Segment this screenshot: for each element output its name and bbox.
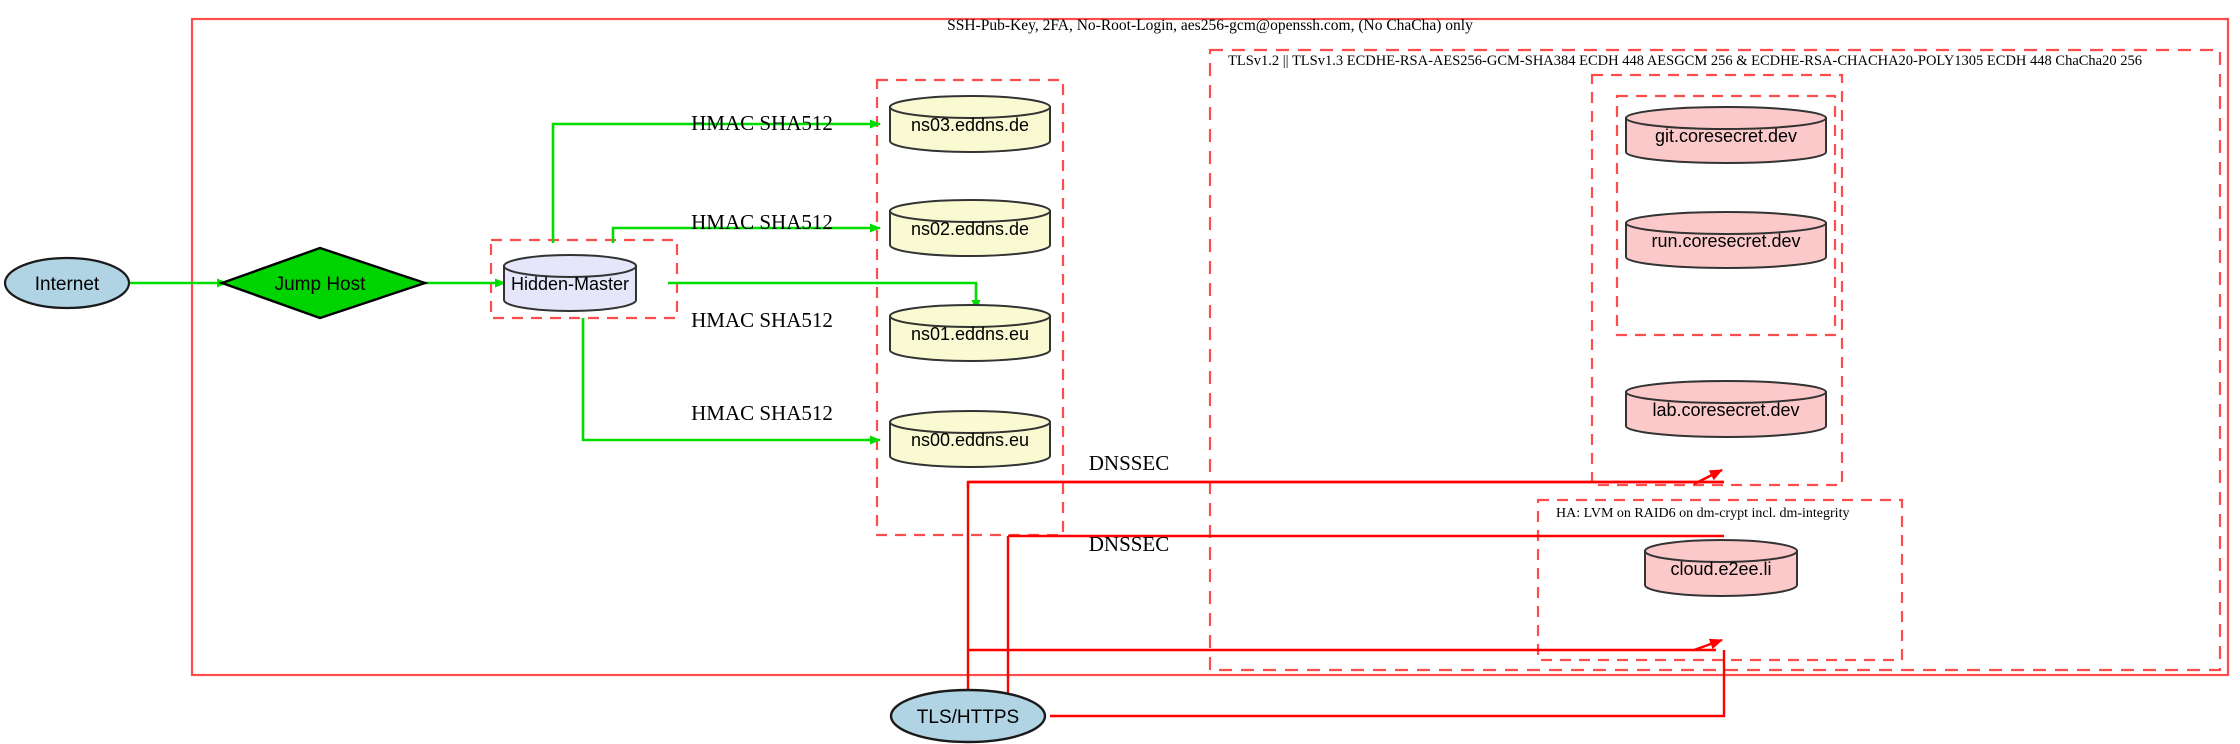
edge-master-to-ns02 (611, 223, 881, 243)
boundary-ssh-zone-label: SSH-Pub-Key, 2FA, No-Root-Login, aes256-… (947, 17, 1473, 34)
node-ns02[interactable]: ns02.eddns.de (889, 199, 1051, 257)
boundary-ha-zone: HA: LVM on RAID6 on dm-crypt incl. dm-in… (1536, 498, 1904, 662)
boundary-ssh-zone: SSH-Pub-Key, 2FA, No-Root-Login, aes256-… (190, 17, 2230, 677)
node-run-coresecret[interactable]: run.coresecret.dev (1625, 211, 1827, 269)
edge-label-hmac-ns00: HMAC SHA512 (691, 401, 833, 425)
node-ns02-label: ns02.eddns.de (911, 219, 1029, 239)
edge-tls-to-services-path (1050, 650, 1726, 718)
boundary-tls-zone-label: TLSv1.2 || TLSv1.3 ECDHE-RSA-AES256-GCM-… (1228, 53, 2142, 69)
node-internet[interactable]: Internet (3, 256, 131, 310)
boundary-services-outer-zone (1590, 73, 1844, 487)
node-lab-coresecret[interactable]: lab.coresecret.dev (1625, 380, 1827, 438)
edge-master-to-ns03 (551, 119, 881, 243)
edge-label-dnssec-upper: DNSSEC (1089, 451, 1170, 475)
edge-dnssec-upper-arrow (1693, 468, 1723, 486)
boundary-ha-zone-label: HA: LVM on RAID6 on dm-crypt incl. dm-in… (1556, 506, 1849, 521)
edge-label-dnssec-lower: DNSSEC (1089, 532, 1170, 556)
edge-tls-to-services-arrow (1693, 638, 1723, 652)
node-jump-host[interactable]: Jump Host (218, 246, 429, 320)
node-hidden-master[interactable]: Hidden-Master (503, 254, 637, 312)
node-lab-coresecret-label: lab.coresecret.dev (1652, 400, 1799, 420)
node-ns01-label: ns01.eddns.eu (911, 324, 1029, 344)
node-cloud-e2ee[interactable]: cloud.e2ee.li (1644, 539, 1798, 597)
node-ns03-label: ns03.eddns.de (911, 115, 1029, 135)
edge-master-to-ns00 (581, 318, 881, 445)
node-jump-host-label: Jump Host (275, 274, 367, 295)
node-git-coresecret-label: git.coresecret.dev (1655, 126, 1797, 146)
node-tls-https[interactable]: TLS/HTTPS (889, 688, 1047, 744)
node-ns00[interactable]: ns00.eddns.eu (889, 410, 1051, 468)
node-internet-label: Internet (35, 274, 100, 295)
node-run-coresecret-label: run.coresecret.dev (1651, 231, 1800, 251)
node-hidden-master-label: Hidden-Master (511, 274, 629, 294)
node-ns01[interactable]: ns01.eddns.eu (889, 304, 1051, 362)
edge-label-hmac-ns01: HMAC SHA512 (691, 308, 833, 332)
node-tls-https-label: TLS/HTTPS (917, 707, 1019, 728)
edge-master-to-ns01 (668, 281, 981, 311)
edge-label-hmac-ns02: HMAC SHA512 (691, 210, 833, 234)
boundary-tls-zone: TLSv1.2 || TLSv1.3 ECDHE-RSA-AES256-GCM-… (1208, 48, 2222, 672)
edge-label-hmac-ns03: HMAC SHA512 (691, 111, 833, 135)
node-ns03[interactable]: ns03.eddns.de (889, 95, 1051, 153)
boundary-nameserver-zone (875, 78, 1065, 537)
node-ns00-label: ns00.eddns.eu (911, 430, 1029, 450)
node-git-coresecret[interactable]: git.coresecret.dev (1625, 106, 1827, 164)
node-cloud-e2ee-label: cloud.e2ee.li (1670, 559, 1771, 579)
